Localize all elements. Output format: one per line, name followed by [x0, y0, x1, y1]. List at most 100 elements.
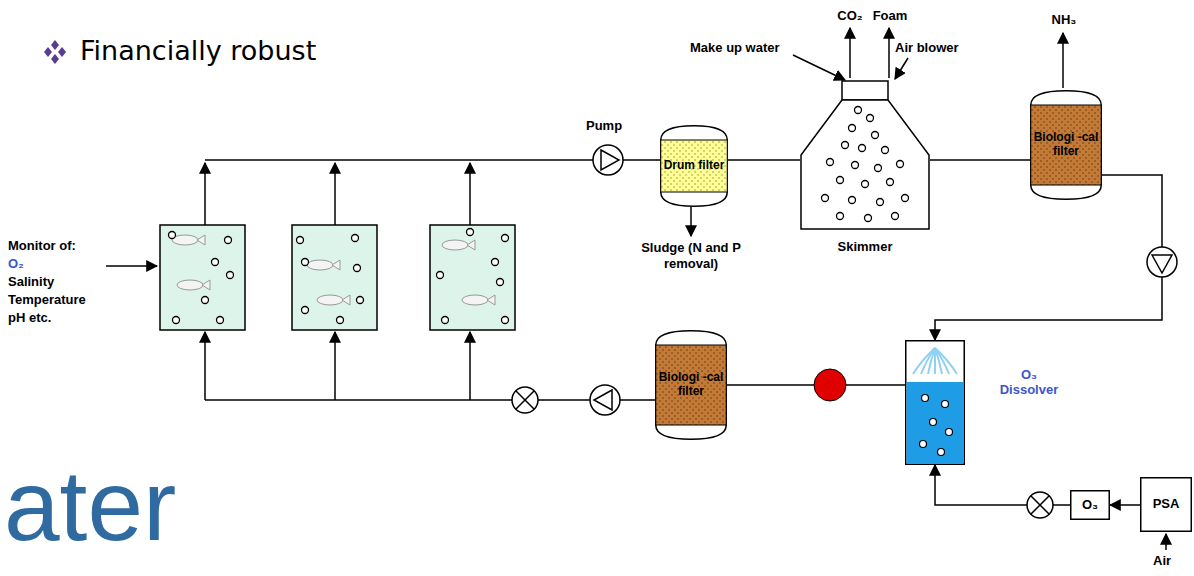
fish-part	[307, 260, 333, 270]
annotation-label: Temperature	[8, 292, 86, 308]
skimmer-vessel-outline-part	[882, 147, 889, 154]
ozone-generator-outline-part	[1071, 491, 1110, 520]
bubble	[212, 259, 219, 266]
pipe-part	[895, 58, 908, 79]
fish-tank-part	[160, 225, 245, 330]
skimmer-vessel-outline	[800, 80, 930, 230]
biological-filter: Biologi -cal filter	[1030, 90, 1102, 200]
bullet-symbol-part	[51, 54, 59, 64]
skimmer-vessel-outline-part	[842, 142, 849, 149]
skimmer-vessel-outline-part	[849, 197, 856, 204]
skimmer-vessel-outline-part	[842, 81, 888, 100]
annotation-label: Air blower	[895, 40, 959, 56]
bubble	[467, 229, 474, 236]
fish-and-bubbles	[169, 229, 509, 324]
pipe	[106, 28, 1166, 550]
valve-symbol	[512, 387, 1053, 518]
drum-filter-outline-part	[661, 126, 728, 207]
psa-unit-outline-part	[1141, 478, 1192, 532]
ozone-dissolver-outline-part	[930, 419, 937, 426]
biological-filter-outline-part	[656, 345, 727, 425]
red-indicator	[814, 369, 846, 401]
bubble	[352, 235, 359, 242]
fish-part	[342, 295, 350, 305]
bubble	[497, 279, 504, 286]
bubble	[225, 237, 232, 244]
annotation-label: Air	[1153, 553, 1171, 569]
bubble	[337, 317, 344, 324]
pump-symbol-part	[590, 385, 620, 415]
biological-filter-outline-part	[656, 331, 727, 440]
ozone-dissolver-outline	[905, 340, 965, 465]
node-label: Biologi -cal filter	[655, 371, 727, 399]
biological-filter: Biologi -cal filter	[655, 330, 727, 440]
annotation-label: NH₃	[1048, 12, 1080, 28]
skimmer-vessel-outline-part	[902, 195, 909, 202]
pipe-part	[888, 28, 890, 78]
ozone-dissolver-outline-part	[921, 348, 935, 374]
node-label: Skimmer	[800, 240, 930, 255]
biological-filter-outline-part	[1031, 105, 1102, 185]
ozone-dissolver-outline-part	[928, 348, 935, 374]
annotation-label: Monitor of:	[8, 238, 76, 254]
skimmer-vessel: Skimmer	[800, 80, 930, 230]
fish-tank-part	[430, 225, 515, 330]
fish-part	[462, 295, 488, 305]
pipe-connector	[930, 159, 1030, 161]
ozone-dissolver-outline-part	[920, 441, 927, 448]
skimmer-vessel-outline-part	[892, 213, 899, 220]
node-label: Biologi -cal filter	[1030, 131, 1102, 159]
annotation-label: Make up water	[690, 40, 780, 56]
node-label: PSA	[1153, 497, 1180, 512]
skimmer-vessel-outline-part	[897, 161, 904, 168]
skimmer-vessel-outline-part	[837, 213, 844, 220]
bubble	[357, 297, 364, 304]
pipe-part	[204, 163, 206, 225]
fish-tank	[160, 225, 515, 330]
skimmer-vessel-outline-part	[859, 145, 866, 152]
bubble	[217, 317, 224, 324]
pipe-connector	[935, 175, 1162, 340]
node-label: O₃ Dissolver	[991, 368, 1067, 398]
skimmer-vessel-outline-part	[855, 107, 862, 114]
bullet-symbol-part	[44, 47, 52, 57]
pipe-connector	[1110, 504, 1140, 506]
bubble	[492, 259, 499, 266]
fish-part	[197, 235, 205, 245]
valve-symbol-part	[512, 387, 538, 413]
ozone-dissolver-outline-part	[913, 348, 935, 374]
fish-part	[442, 240, 468, 250]
fish-part	[467, 240, 475, 250]
ozone-dissolver-outline-part	[907, 382, 964, 464]
pipe-part	[469, 163, 471, 225]
bubble	[297, 237, 304, 244]
skimmer-vessel-outline-part	[801, 100, 929, 229]
fish	[462, 295, 495, 305]
skimmer-vessel-outline-part	[877, 199, 884, 206]
bubble	[173, 317, 180, 324]
fish-part	[177, 280, 203, 290]
skimmer-vessel-outline-part	[822, 195, 829, 202]
bubble	[502, 235, 509, 242]
pipe-connector	[728, 159, 800, 161]
fish-tank-part	[292, 225, 377, 330]
skimmer-vessel-outline-part	[875, 165, 882, 172]
fish	[317, 295, 350, 305]
bubble	[302, 259, 309, 266]
pump-symbol-part	[593, 145, 623, 175]
bubble	[354, 265, 361, 272]
skimmer-vessel-outline-part	[872, 132, 879, 139]
pipe-part	[690, 207, 692, 236]
pipe-part	[849, 28, 851, 78]
valve-symbol-part	[1031, 496, 1049, 514]
drum-filter-outline-part	[661, 140, 728, 192]
ozone-dissolver-outline-part	[922, 395, 929, 402]
psa-unit: PSA	[1140, 477, 1192, 532]
annotation-label: Pump	[586, 118, 622, 134]
skimmer-vessel-outline-part	[852, 162, 859, 169]
skimmer-vessel-outline-part	[827, 159, 834, 166]
ozone-generator: O₃	[1070, 490, 1110, 520]
pipe-part	[793, 55, 845, 80]
